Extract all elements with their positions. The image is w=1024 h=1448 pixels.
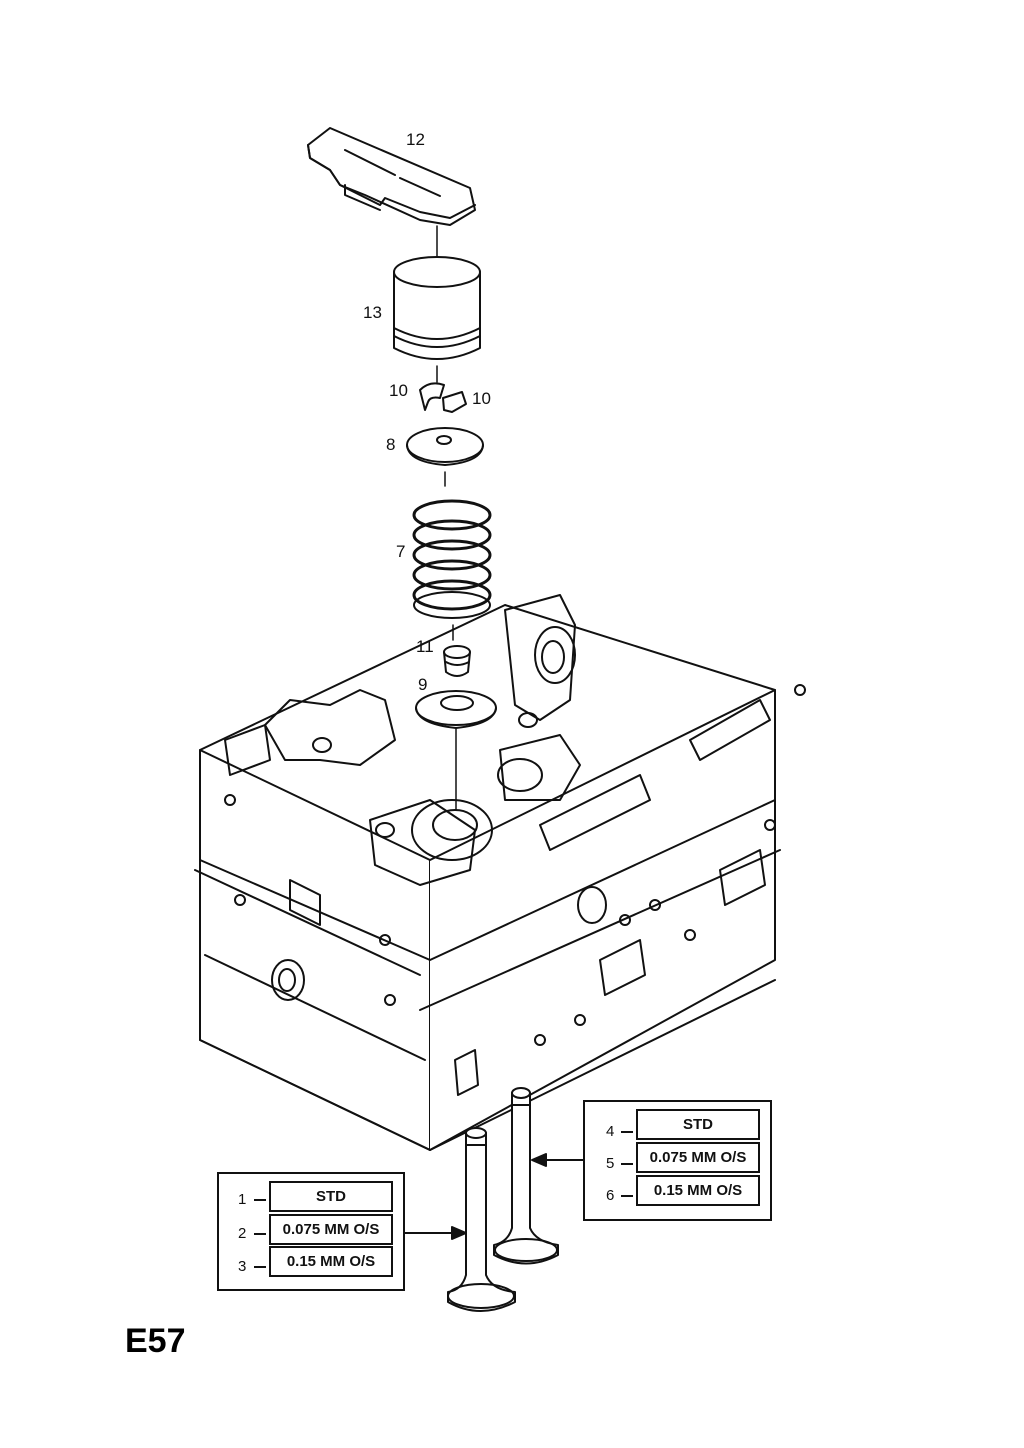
- variant-cell: 0.075 MM O/S: [636, 1142, 760, 1173]
- callout-12: 12: [406, 130, 425, 149]
- variant-tick: [621, 1131, 633, 1133]
- callout-7: 7: [396, 542, 406, 561]
- variant-cell: 0.075 MM O/S: [269, 1214, 393, 1245]
- callout-10-right: 10: [472, 389, 491, 408]
- variant-cell: STD: [636, 1109, 760, 1140]
- variant-number: 6: [606, 1187, 615, 1204]
- spring-seat-drawing: [415, 690, 497, 811]
- variant-tick: [254, 1233, 266, 1235]
- spring-retainer-drawing: [406, 427, 484, 487]
- callout-10-left: 10: [389, 381, 408, 400]
- callout-8: 8: [386, 435, 396, 454]
- variant-cell: 0.15 MM O/S: [269, 1246, 393, 1277]
- cylinder-head-drawing: [194, 594, 806, 1151]
- variant-leaders: [392, 1153, 584, 1240]
- variant-number: 3: [238, 1258, 247, 1275]
- valve-collets-drawing: [419, 382, 467, 413]
- variant-tick: [254, 1266, 266, 1268]
- variant-cell: 0.15 MM O/S: [636, 1175, 760, 1206]
- hydraulic-tappet-drawing: [393, 256, 481, 383]
- variant-tick: [621, 1195, 633, 1197]
- valve-spring-drawing: [412, 499, 492, 641]
- valve-right-drawing: [493, 1087, 559, 1265]
- variant-tick: [621, 1163, 633, 1165]
- variant-tick: [254, 1199, 266, 1201]
- valve-left-drawing: [447, 1127, 516, 1312]
- callout-13: 13: [363, 303, 382, 322]
- callout-9: 9: [418, 675, 428, 694]
- variant-number: 5: [606, 1155, 615, 1172]
- variant-number: 4: [606, 1123, 615, 1140]
- variant-number: 1: [238, 1191, 247, 1208]
- callout-11: 11: [416, 637, 434, 656]
- variant-cell: STD: [269, 1181, 393, 1212]
- cam-follower-drawing: [307, 127, 476, 263]
- figure-code: E57: [125, 1322, 186, 1360]
- valve-stem-seal-drawing: [443, 645, 471, 677]
- variant-number: 2: [238, 1225, 247, 1242]
